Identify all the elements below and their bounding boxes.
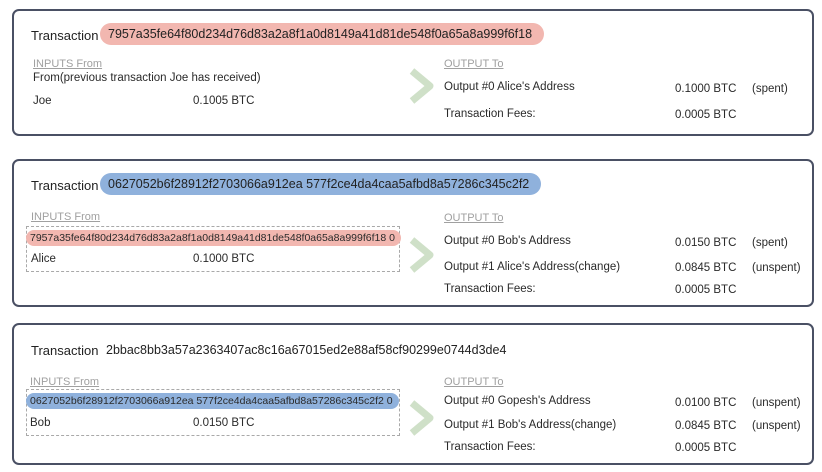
- output-0-amount: 0.0100 BTC: [675, 397, 737, 409]
- transaction-hash: 2bbac8bb3a57a2363407ac8c16a67015ed2e88af…: [106, 343, 507, 357]
- input-amount: 0.0150 BTC: [193, 417, 255, 429]
- output-0-label: Output #0 Alice's Address: [444, 81, 575, 93]
- output-0-label: Output #0 Bob's Address: [444, 235, 571, 247]
- fees-amount: 0.0005 BTC: [675, 284, 737, 296]
- input-owner: Bob: [30, 417, 51, 429]
- outputs-heading: OUTPUT To: [444, 58, 504, 70]
- fees-label: Transaction Fees:: [444, 108, 536, 120]
- output-0-amount: 0.0150 BTC: [675, 237, 737, 249]
- fees-amount: 0.0005 BTC: [675, 442, 737, 454]
- input-box: [26, 389, 400, 436]
- chevron-right-icon: [409, 237, 434, 273]
- output-0-status: (unspent): [752, 397, 801, 409]
- input-reference: 0627052b6f28912f2703066a912ea 577f2ce4da…: [26, 393, 399, 409]
- output-1-amount: 0.0845 BTC: [675, 420, 737, 432]
- output-1-status: (unspent): [752, 420, 801, 432]
- transaction-hash: 7957a35fe64f80d234d76d83a2a8f1a0d8149a41…: [100, 23, 545, 45]
- transaction-label: Transaction: [31, 178, 99, 193]
- output-1-label: Output #1 Alice's Address(change): [444, 261, 621, 273]
- input-reference: From(previous transaction Joe has receiv…: [33, 72, 261, 84]
- input-owner: Alice: [31, 253, 56, 265]
- output-0-status: (spent): [752, 83, 788, 95]
- output-0-amount: 0.1000 BTC: [675, 83, 737, 95]
- output-0-status: (spent): [752, 237, 788, 249]
- fees-label: Transaction Fees:: [444, 283, 536, 295]
- outputs-heading: OUTPUT To: [444, 212, 504, 224]
- transaction-label: Transaction: [31, 28, 99, 43]
- output-1-amount: 0.0845 BTC: [675, 262, 737, 274]
- transaction-hash: 0627052b6f28912f2703066a912ea 577f2ce4da…: [100, 173, 542, 195]
- transaction-card-3: Transaction 2bbac8bb3a57a2363407ac8c16a6…: [12, 323, 814, 465]
- input-owner: Joe: [33, 95, 52, 107]
- transaction-card-1: Transaction 7957a35fe64f80d234d76d83a2a8…: [12, 9, 814, 136]
- fees-amount: 0.0005 BTC: [675, 109, 737, 121]
- input-reference: 7957a35fe64f80d234d76d83a2a8f1a0d8149a41…: [26, 230, 401, 246]
- inputs-heading: INPUTS From: [33, 58, 103, 70]
- transaction-label: Transaction: [31, 343, 99, 358]
- input-amount: 0.1005 BTC: [193, 95, 255, 107]
- outputs-heading: OUTPUT To: [444, 376, 504, 388]
- inputs-heading: INPUTS From: [31, 211, 101, 223]
- output-0-label: Output #0 Gopesh's Address: [444, 395, 591, 407]
- output-1-status: (unspent): [752, 262, 801, 274]
- fees-label: Transaction Fees:: [444, 441, 536, 453]
- output-1-label: Output #1 Bob's Address(change): [444, 419, 617, 431]
- chevron-right-icon: [409, 400, 434, 436]
- inputs-heading: INPUTS From: [30, 376, 100, 388]
- input-box: [26, 226, 400, 272]
- input-amount: 0.1000 BTC: [193, 253, 255, 265]
- transaction-card-2: Transaction 0627052b6f28912f2703066a912e…: [12, 159, 814, 307]
- chevron-right-icon: [409, 68, 434, 104]
